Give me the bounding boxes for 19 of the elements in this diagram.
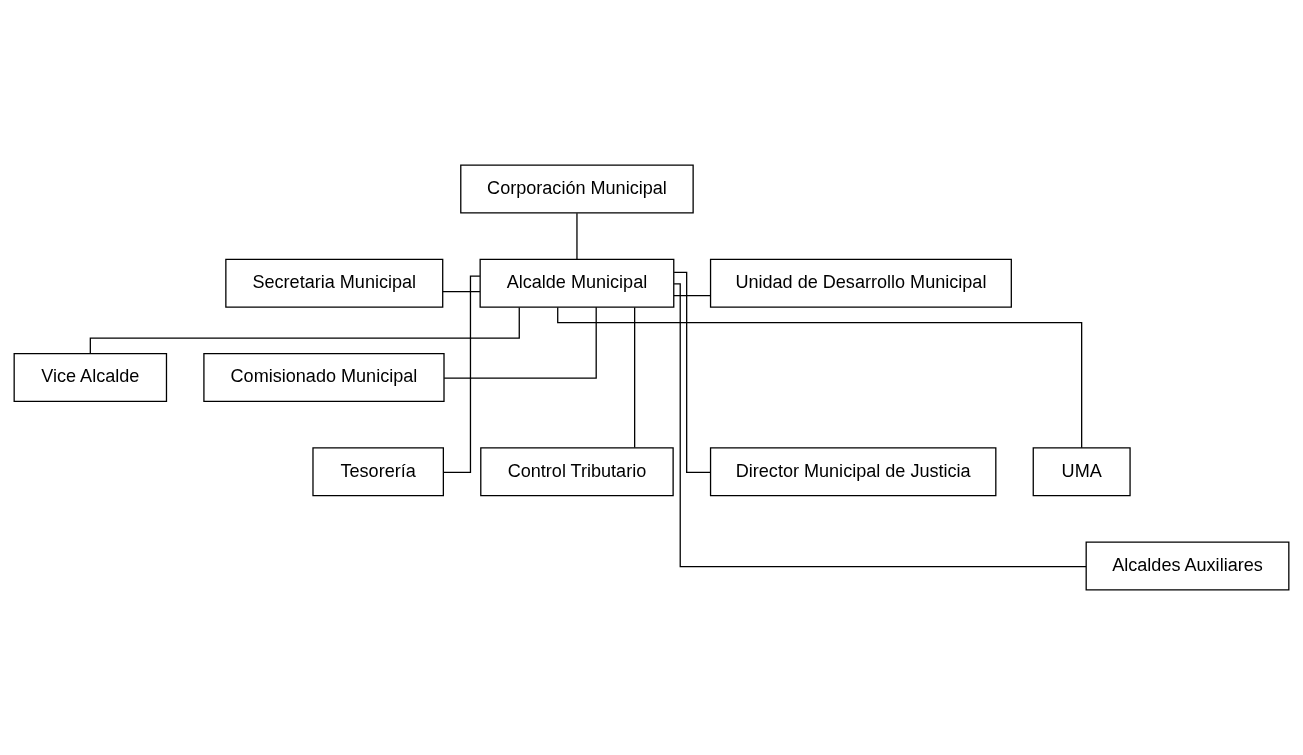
connector: [634, 306, 636, 449]
node-box: Alcalde Municipal: [479, 258, 675, 308]
node-box: Tesorería: [312, 447, 444, 497]
connector: [443, 275, 481, 473]
node-box: Alcaldes Auxiliares: [1085, 541, 1290, 591]
connector: [576, 212, 578, 260]
node-box: Comisionado Municipal: [203, 352, 445, 403]
node-box: Director Municipal de Justicia: [709, 447, 997, 497]
connector: [442, 291, 481, 293]
node-box: Corporación Municipal: [460, 164, 694, 214]
node-box: Vice Alcalde: [13, 352, 168, 403]
connector: [443, 306, 597, 379]
node-box: UMA: [1032, 447, 1131, 497]
node-box: Secretaria Municipal: [225, 258, 444, 308]
connector: [673, 283, 1087, 568]
node-box: Unidad de Desarrollo Municipal: [709, 258, 1012, 308]
connector: [673, 294, 711, 297]
node-box: Control Tributario: [480, 447, 674, 497]
connector: [673, 271, 712, 473]
